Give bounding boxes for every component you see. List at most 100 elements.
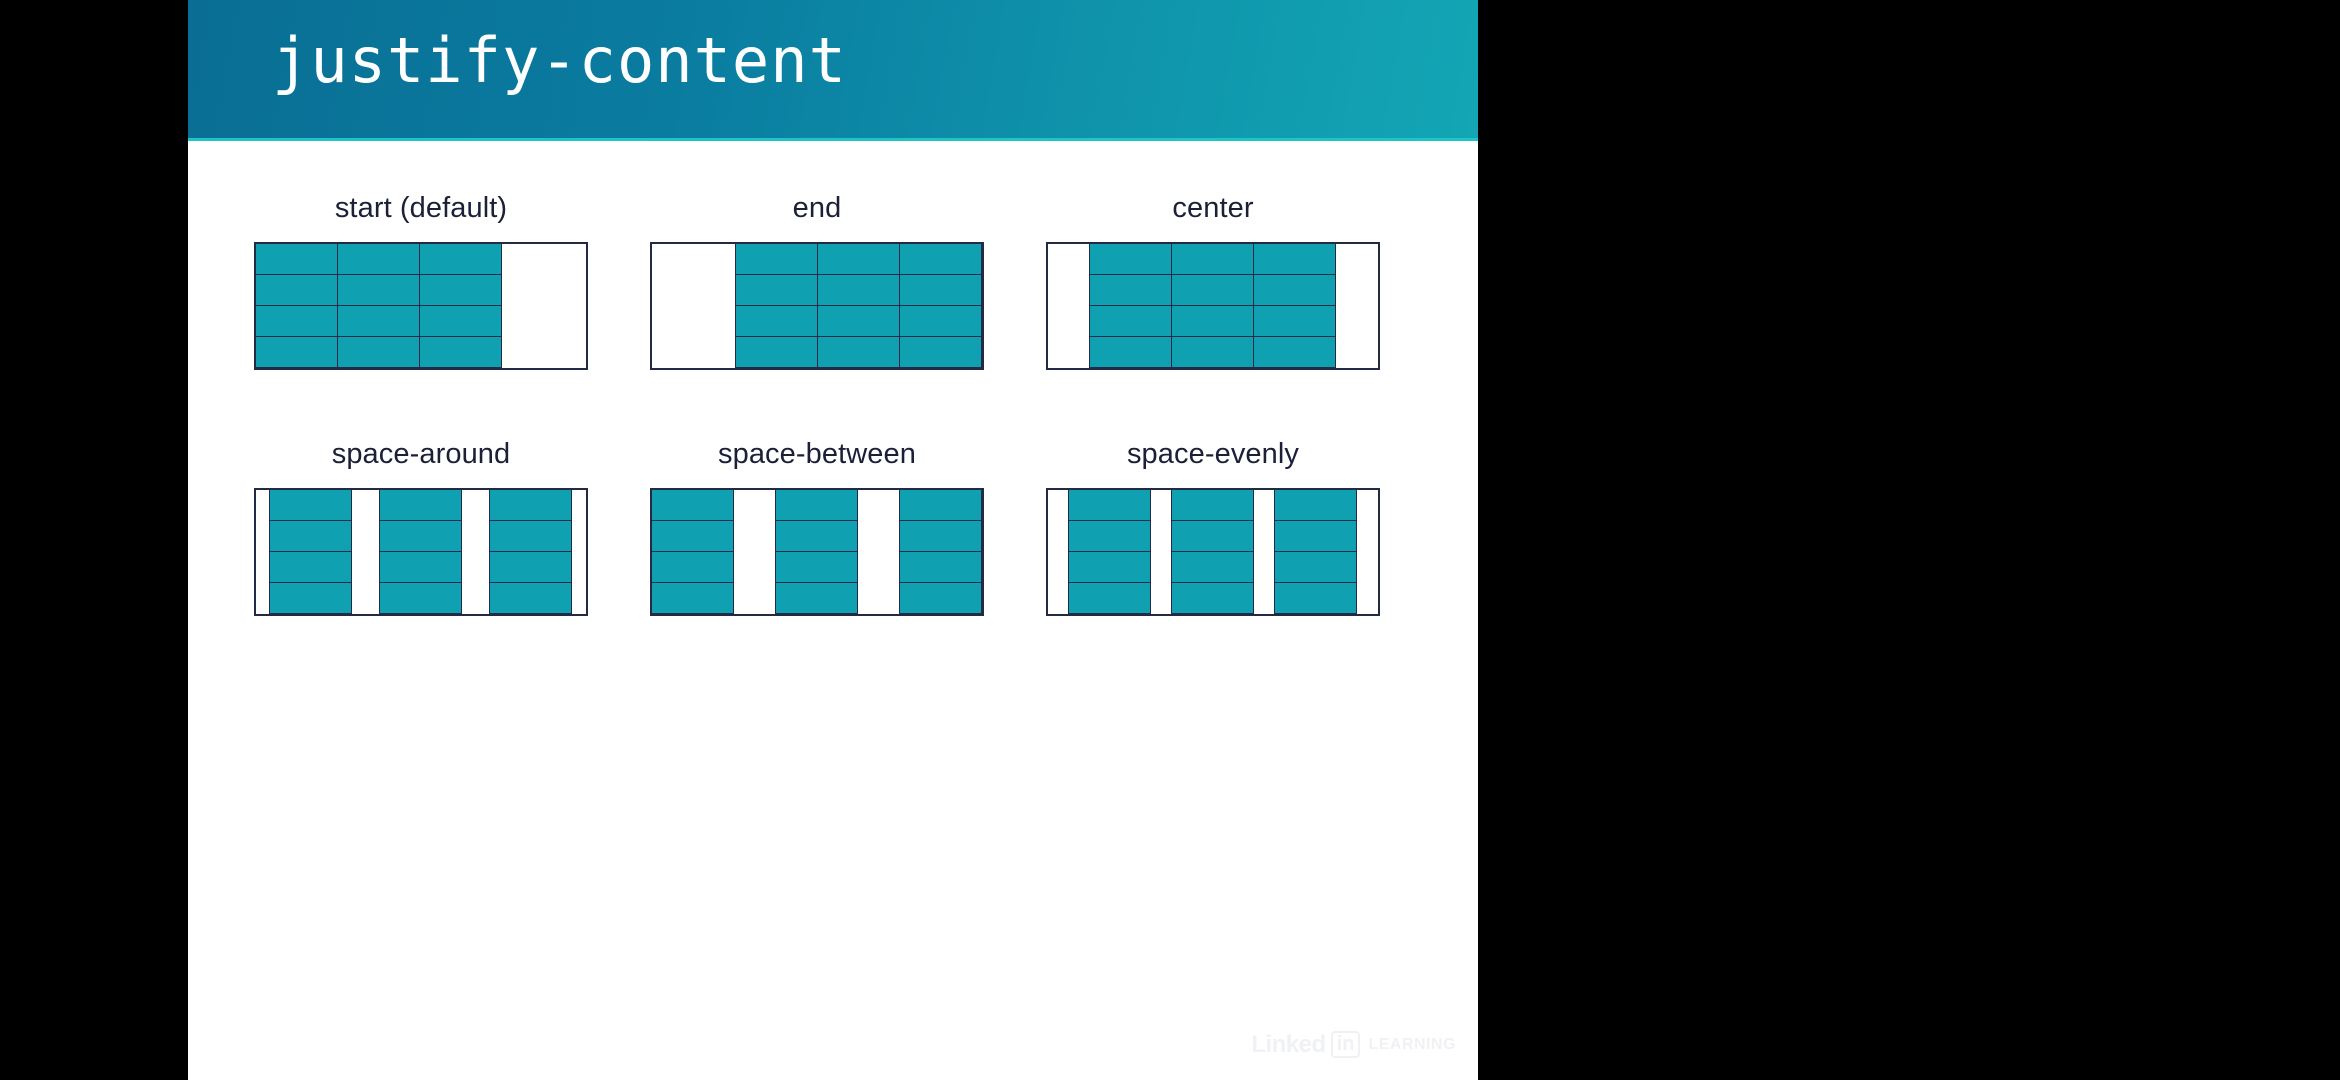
example-label: space-evenly <box>1126 438 1300 470</box>
flex-item <box>651 489 734 614</box>
flex-item-cell <box>899 489 982 521</box>
flex-item-cell <box>899 274 982 306</box>
flex-item-cell <box>1274 582 1357 614</box>
flex-item <box>775 489 858 614</box>
flex-item-cell <box>775 489 858 521</box>
flex-item-cell <box>1171 305 1254 337</box>
flex-item-cell <box>1089 274 1172 306</box>
flex-item-cell <box>899 305 982 337</box>
flex-container-space-between <box>650 488 984 616</box>
flex-item-cell <box>1171 520 1254 552</box>
flex-item-cell <box>1068 520 1151 552</box>
flex-item-cell <box>1253 336 1336 368</box>
flex-item <box>735 243 818 368</box>
flex-item-cell <box>899 551 982 583</box>
flex-item-cell <box>379 520 462 552</box>
flex-item-cell <box>1274 489 1357 521</box>
flex-item-cell <box>899 520 982 552</box>
flex-item-cell <box>269 489 352 521</box>
flex-item-cell <box>269 551 352 583</box>
flex-item-cell <box>337 243 420 275</box>
flex-item-cell <box>1274 551 1357 583</box>
flex-item-cell <box>419 305 502 337</box>
flex-item-cell <box>1171 551 1254 583</box>
flex-container-space-around <box>254 488 588 616</box>
flex-container-end <box>650 242 984 370</box>
flex-item-cell <box>489 551 572 583</box>
slide-header: justify-content <box>188 0 1478 140</box>
flex-item-cell <box>1253 243 1336 275</box>
flex-item <box>899 243 982 368</box>
flex-item-cell <box>1171 582 1254 614</box>
flex-item-cell <box>255 305 338 337</box>
flex-item-cell <box>817 243 900 275</box>
flex-item-cell <box>651 520 734 552</box>
flex-item-cell <box>775 551 858 583</box>
flex-item-cell <box>1274 520 1357 552</box>
flex-item <box>269 489 352 614</box>
flex-item-cell <box>651 582 734 614</box>
letterbox-right <box>1478 0 2340 1080</box>
flex-item <box>1089 243 1172 368</box>
flex-item-cell <box>1089 336 1172 368</box>
flex-item-cell <box>899 582 982 614</box>
linkedin-in-badge-icon: in <box>1330 1031 1361 1058</box>
flex-item-cell <box>1253 305 1336 337</box>
flex-item-cell <box>1089 305 1172 337</box>
flex-item-cell <box>379 582 462 614</box>
linkedin-learning-watermark: Linked in LEARNING <box>1251 1031 1456 1058</box>
letterbox-left <box>0 0 188 1080</box>
flex-item <box>817 243 900 368</box>
flex-item-cell <box>1171 489 1254 521</box>
flex-item <box>1171 243 1254 368</box>
flex-item-cell <box>255 336 338 368</box>
flex-item <box>1274 489 1357 614</box>
example-space-around: space-around <box>221 438 621 616</box>
flex-item-cell <box>337 305 420 337</box>
linkedin-wordmark: Linked <box>1251 1030 1326 1058</box>
flex-item-cell <box>1089 243 1172 275</box>
slide: justify-content start (default) <box>188 0 1478 1080</box>
header-accent-rule <box>188 138 1478 141</box>
flex-item-cell <box>489 520 572 552</box>
example-label: center <box>1172 192 1254 224</box>
flex-item <box>337 243 420 368</box>
flex-item-cell <box>817 305 900 337</box>
flex-item-cell <box>255 243 338 275</box>
examples-grid: start (default) <box>188 150 1478 710</box>
example-space-evenly: space-evenly <box>1013 438 1413 616</box>
flex-item-cell <box>255 274 338 306</box>
slide-title: justify-content <box>272 24 847 97</box>
flex-item-cell <box>269 520 352 552</box>
flex-item-cell <box>735 274 818 306</box>
flex-item-cell <box>337 274 420 306</box>
example-label: space-around <box>331 438 511 470</box>
flex-item-cell <box>1171 243 1254 275</box>
flex-item-cell <box>1171 336 1254 368</box>
flex-container-space-evenly <box>1046 488 1380 616</box>
example-label: space-between <box>718 438 916 470</box>
flex-item-cell <box>419 336 502 368</box>
flex-item <box>489 489 572 614</box>
flex-item-cell <box>1253 274 1336 306</box>
example-center: center <box>1013 192 1413 370</box>
flex-item-cell <box>379 489 462 521</box>
flex-item-cell <box>817 274 900 306</box>
flex-item-cell <box>817 336 900 368</box>
example-start: start (default) <box>221 192 621 370</box>
flex-item-cell <box>735 243 818 275</box>
flex-item-cell <box>651 489 734 521</box>
flex-item-cell <box>379 551 462 583</box>
flex-item <box>1068 489 1151 614</box>
learning-wordmark: LEARNING <box>1368 1035 1456 1053</box>
flex-item <box>419 243 502 368</box>
example-label: start (default) <box>334 192 508 224</box>
flex-item-cell <box>775 520 858 552</box>
flex-item-cell <box>775 582 858 614</box>
flex-container-start <box>254 242 588 370</box>
flex-item-cell <box>1068 489 1151 521</box>
flex-container-center <box>1046 242 1380 370</box>
flex-item-cell <box>735 305 818 337</box>
flex-item-cell <box>419 243 502 275</box>
